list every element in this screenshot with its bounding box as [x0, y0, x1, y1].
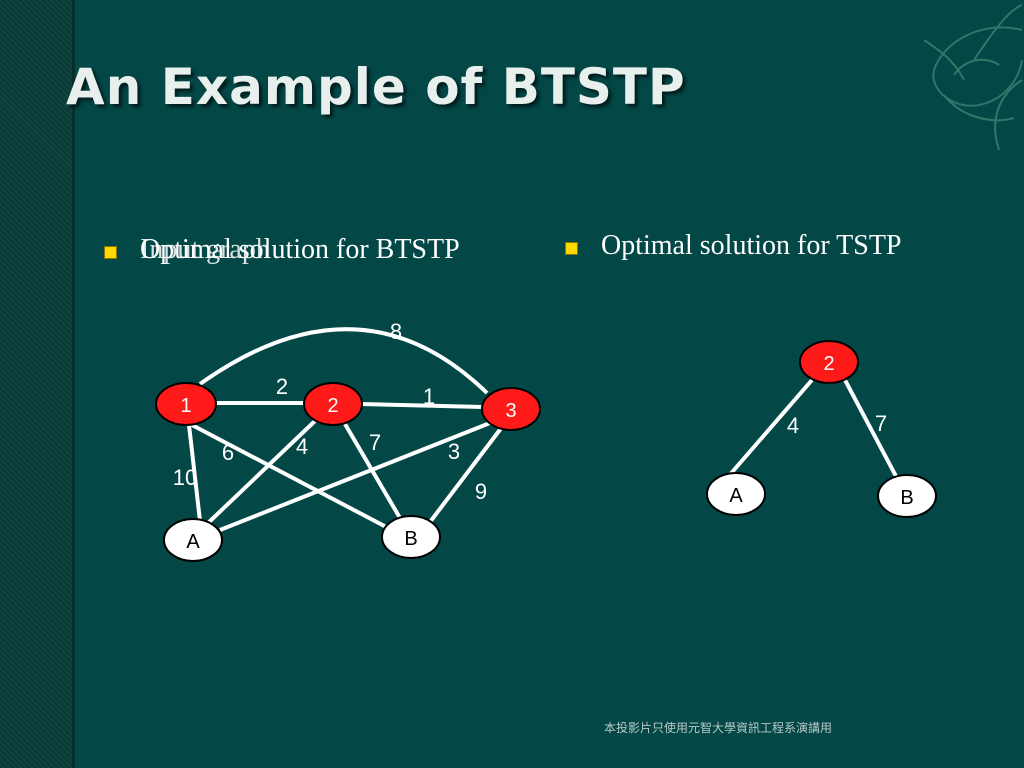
- edge-3-A: [219, 421, 491, 532]
- node-label: 2: [327, 395, 338, 417]
- node-label: B: [900, 487, 913, 509]
- node-label: A: [729, 485, 743, 507]
- edge-weight-label: 4: [787, 413, 799, 438]
- edge-weight-label: 4: [296, 434, 308, 459]
- node-A: A: [163, 518, 223, 562]
- edge-1-3: [198, 327, 489, 395]
- node-3: 3: [481, 387, 541, 431]
- slide-title: An Example of BTSTP: [66, 58, 686, 116]
- node-label: 2: [823, 353, 834, 375]
- edge-weight-label: 7: [875, 411, 887, 436]
- footer-note: 本投影片只使用元智大學資訊工程系演講用: [604, 721, 833, 735]
- bullet-tstp: Optimal solution for TSTP: [565, 230, 902, 262]
- edge-1-A: [187, 424, 202, 522]
- node-label: B: [404, 528, 417, 550]
- edge-2-3: [359, 402, 484, 409]
- edge-1-B: [191, 423, 393, 532]
- node-A: A: [706, 472, 766, 516]
- node-2: 2: [303, 382, 363, 426]
- bullet-square-icon: [104, 246, 117, 259]
- edge-3-B: [428, 425, 504, 524]
- edge-weight-label: 8: [390, 319, 402, 344]
- edge-2-B: [843, 379, 900, 481]
- bullet-square-icon: [565, 242, 578, 255]
- edge-weight-label: 6: [222, 440, 234, 465]
- edge-weight-label: 2: [276, 374, 288, 399]
- edge-2-A: [205, 418, 318, 526]
- left-texture-band: [0, 0, 75, 768]
- bullet-overlay-text: Input graph: [140, 234, 270, 265]
- node-label: A: [186, 531, 200, 553]
- node-B: B: [877, 474, 937, 518]
- node-2: 2: [799, 340, 859, 384]
- node-1: 1: [155, 382, 217, 426]
- bullet-text: Optimal solution for BTSTP: [140, 234, 460, 265]
- butterfly-decoration: [923, 4, 1023, 151]
- edge-weight-label: 9: [475, 479, 487, 504]
- edge-weight-label: 7: [369, 430, 381, 455]
- node-label: 3: [505, 400, 516, 422]
- node-label: 1: [180, 395, 191, 417]
- bullet-text: Optimal solution for TSTP: [601, 230, 902, 261]
- node-B: B: [381, 515, 441, 559]
- edge-weight-label: 1: [423, 384, 435, 409]
- bullet-btstp: Input graph Optimal solution for BTSTP: [104, 234, 460, 266]
- edge-weight-label: 10: [173, 465, 197, 490]
- edge-weight-label: 3: [448, 439, 460, 464]
- edge-2-A: [725, 378, 814, 480]
